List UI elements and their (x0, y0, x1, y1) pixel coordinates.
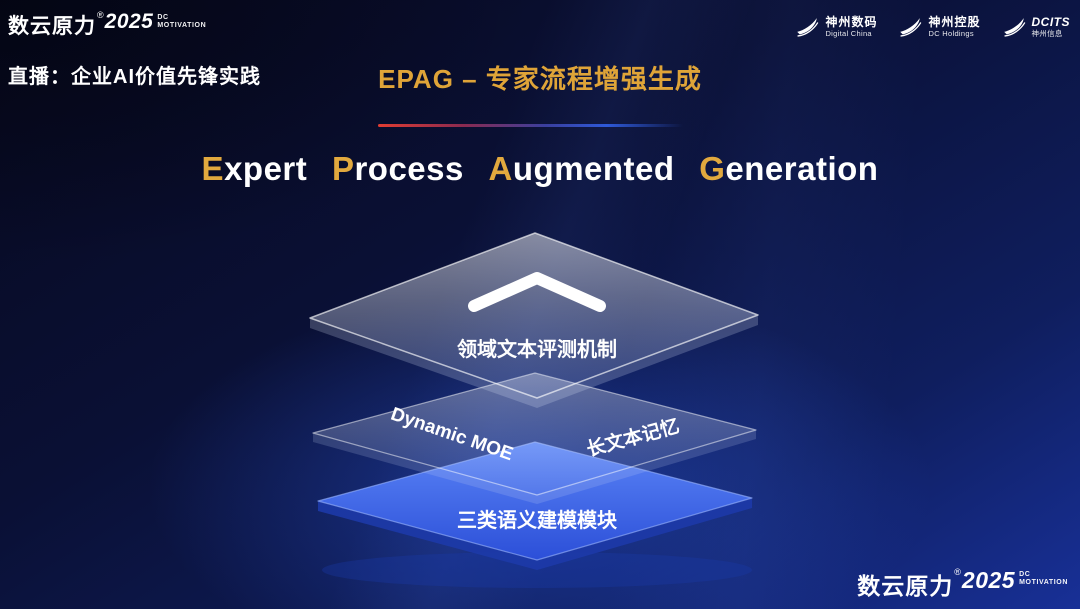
digital-china-swoosh-icon (797, 18, 819, 37)
brand-year: 2025 (104, 10, 154, 33)
layer-top-face (309, 232, 759, 399)
brand-tagline-line1: DC (157, 14, 169, 21)
partner-name: DCITS (1031, 14, 1070, 29)
brand-year: 2025 (961, 567, 1016, 593)
main-title: Expert Process Augmented Generation (0, 150, 1080, 188)
gradient-divider-line (378, 124, 683, 127)
brand-logo-top-left: 数云原力®2025 DC MOTIVATION (8, 10, 206, 40)
layer-bottom-edge (318, 498, 752, 570)
dc-holdings-text: 神州控股 DC Holdings (928, 14, 981, 38)
dc-holdings-swoosh-icon (900, 18, 922, 37)
layer-middle: Dynamic MOE 长文本记忆 (312, 372, 757, 504)
chevron-up-icon (468, 272, 606, 312)
dcits-swoosh-icon (1003, 18, 1025, 37)
partner-subtitle: DC Holdings (928, 28, 974, 38)
digital-china-logo: 神州数码 Digital China (794, 14, 877, 40)
partner-subtitle: 神州信息 (1031, 28, 1063, 38)
digital-china-text: 神州数码 Digital China (825, 14, 878, 38)
dcits-text: DCITS 神州信息 (1031, 14, 1071, 38)
brand-tagline-line2: MOTIVATION (1019, 579, 1068, 587)
layer-top: 领域文本评测机制 (309, 232, 759, 408)
brand-logo-bottom-right: 数云原力®2025 DC MOTIVATION (857, 567, 1068, 601)
layer-stack-svg: 三类语义建模模块 Dynamic MOE 长文本记忆 领域文本评测机制 (309, 232, 759, 588)
dcits-logo: DCITS 神州信息 (1001, 14, 1071, 40)
title-word-expert: Expert (201, 150, 308, 187)
live-stream-label: 直播：企业AI价值先锋实践 (8, 66, 261, 88)
title-word-augmented: Augmented (488, 150, 675, 187)
partner-subtitle: Digital China (825, 28, 872, 38)
title-word-generation: Generation (699, 150, 879, 187)
layer-bottom: 三类语义建模模块 (317, 441, 753, 570)
layer-top-label: 领域文本评测机制 (457, 337, 617, 361)
partner-name: 神州控股 (928, 14, 981, 29)
layer-bottom-face (317, 441, 753, 561)
registered-mark: ® (954, 567, 961, 577)
brand-tagline-line2: MOTIVATION (157, 22, 207, 30)
brand-name: 数云原力 (8, 15, 96, 38)
layer-stack-diagram: 三类语义建模模块 Dynamic MOE 长文本记忆 领域文本评测机制 (260, 218, 820, 598)
page-title: EPAG – 专家流程增强生成 (378, 64, 702, 94)
dc-holdings-logo: 神州控股 DC Holdings (897, 14, 980, 40)
registered-mark: ® (97, 10, 104, 20)
brand-tagline: DC MOTIVATION (1019, 571, 1068, 587)
layer-middle-face (312, 372, 757, 496)
partner-logos: 神州数码 Digital China 神州控股 DC Holdings DCIT… (794, 14, 1070, 40)
title-word-process: Process (331, 150, 464, 187)
layer-bottom-label: 三类语义建模模块 (457, 508, 618, 532)
brand-tagline-line1: DC (1019, 571, 1031, 578)
partner-name: 神州数码 (825, 14, 878, 29)
brand-name: 数云原力 (857, 573, 954, 599)
brand-tagline: DC MOTIVATION (157, 14, 206, 30)
